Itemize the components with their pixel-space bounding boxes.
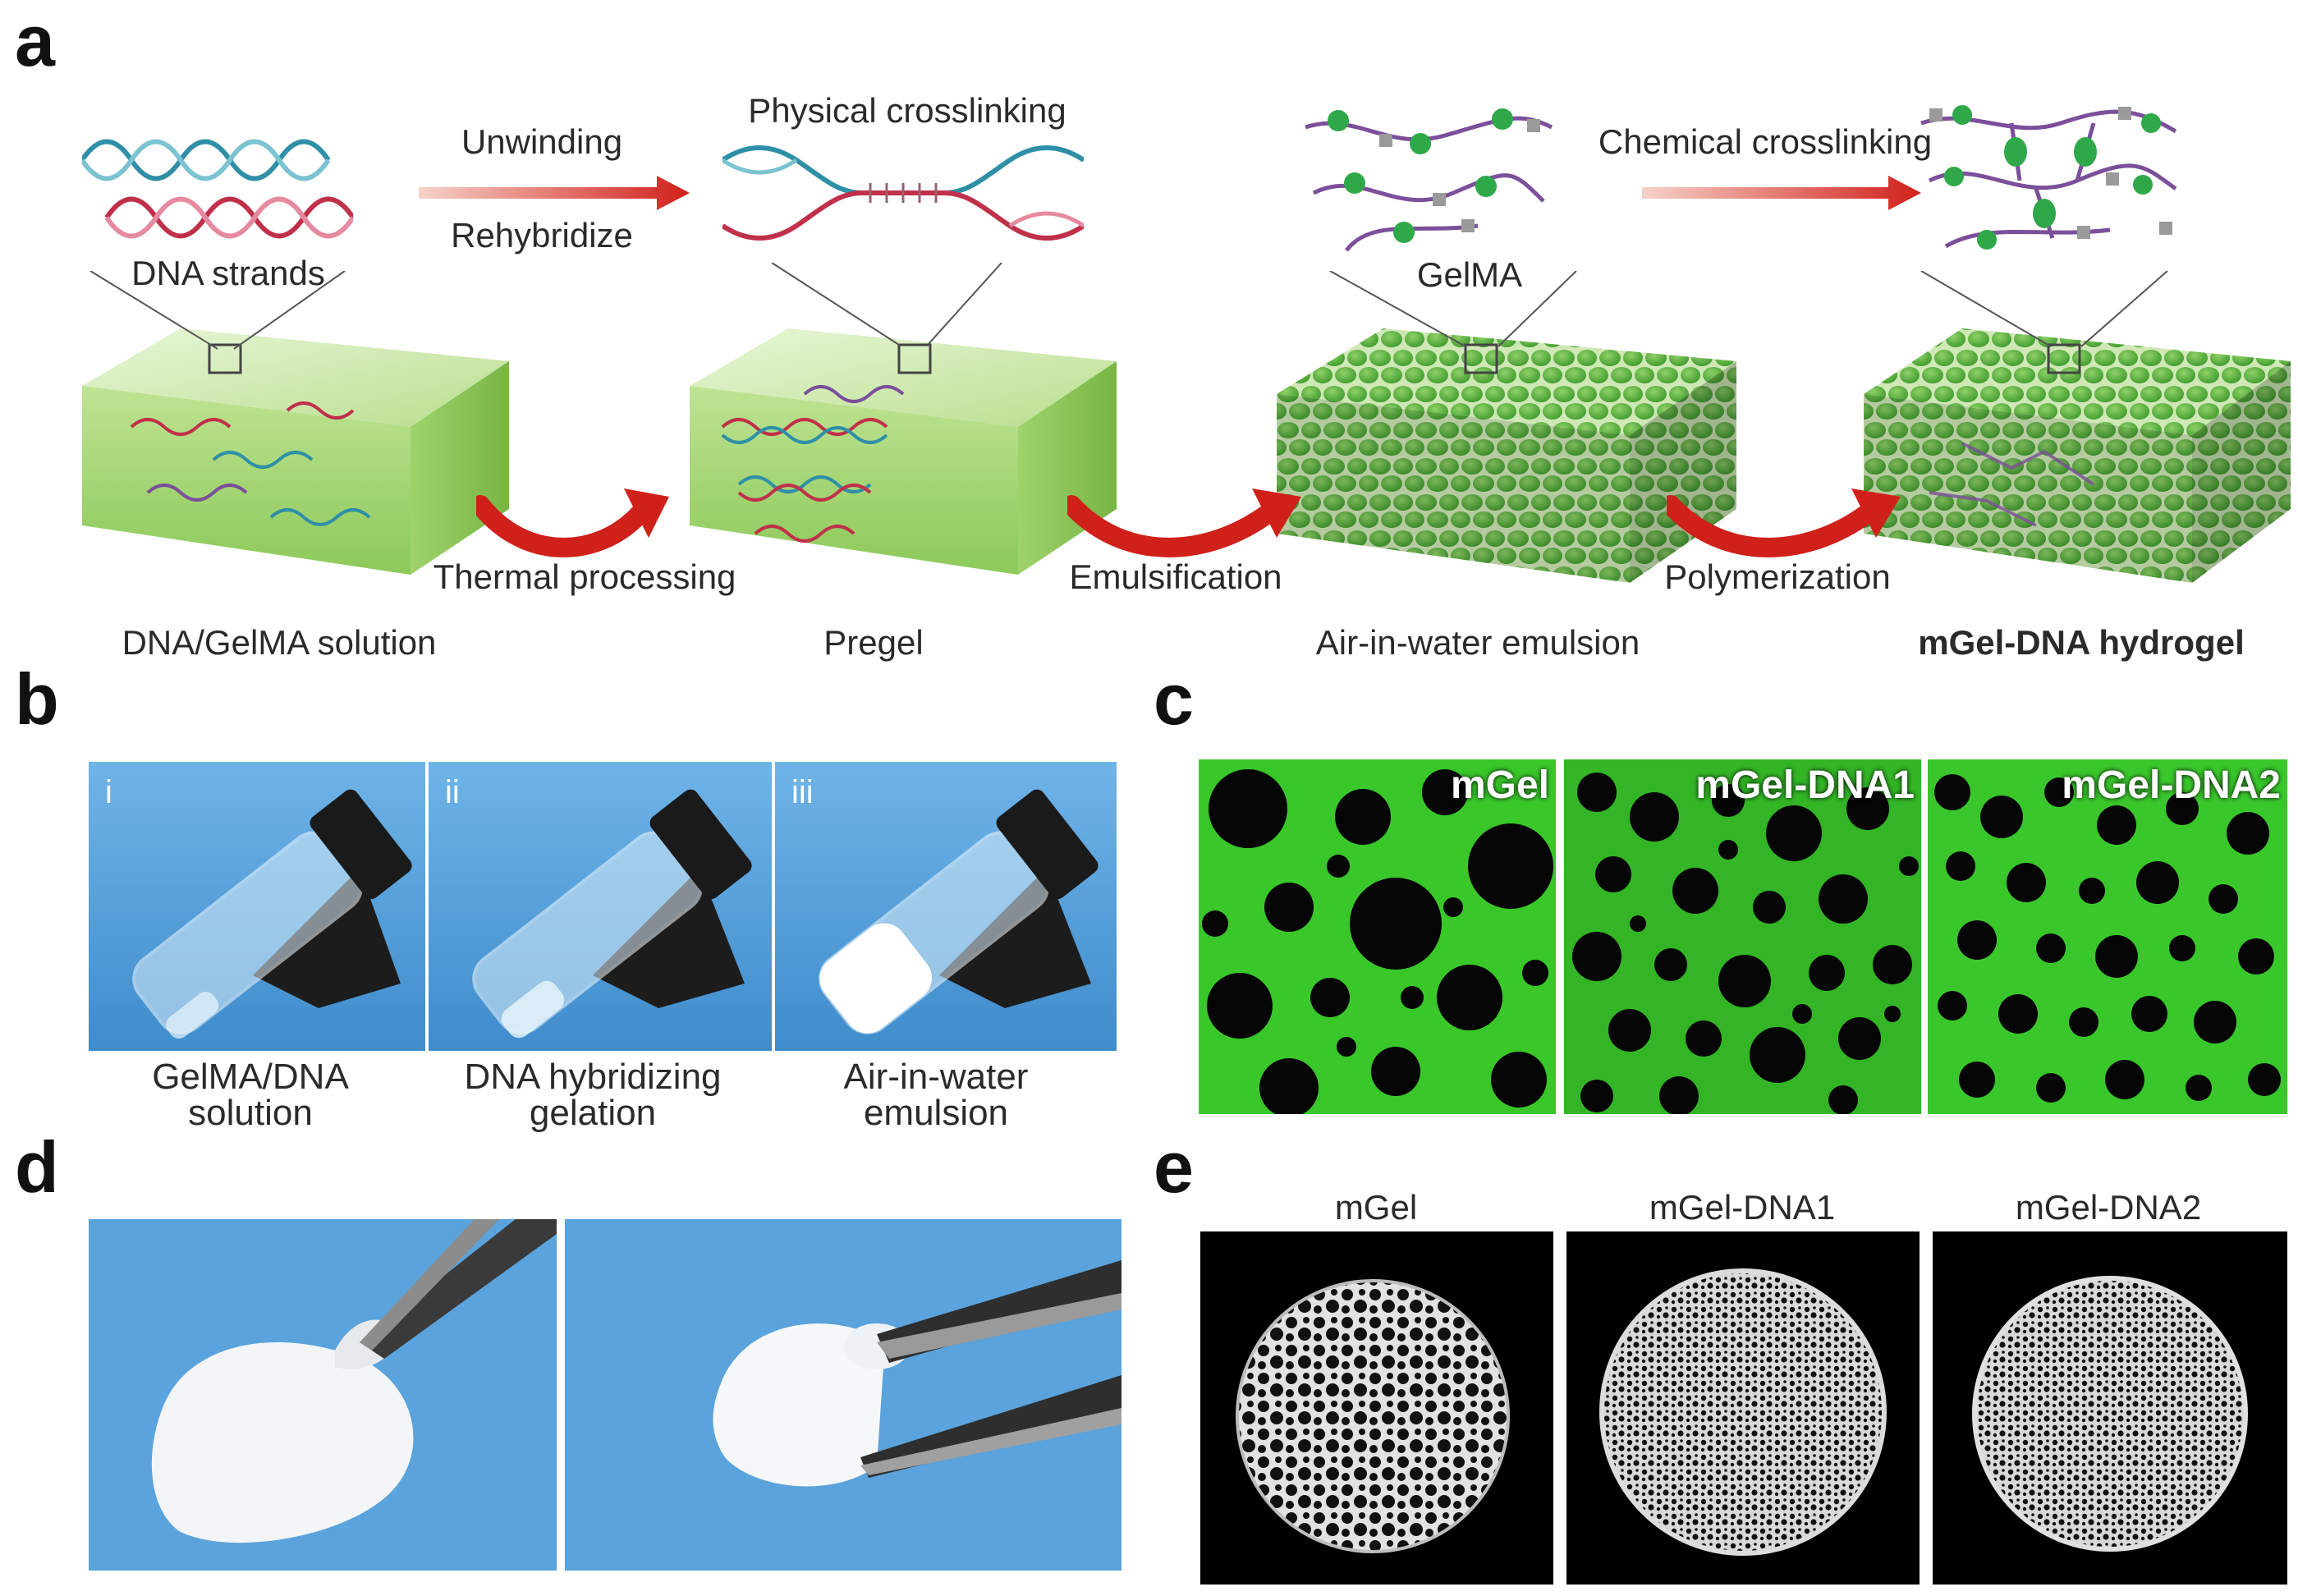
- vial-photo-1: i: [89, 762, 425, 1051]
- panel-d-letter: d: [15, 1126, 59, 1208]
- thermal-processing-arrow: [476, 472, 673, 562]
- vial-caption-1-line-1: GelMA/DNA: [152, 1057, 349, 1097]
- air-in-water-emulsion-block: [1277, 312, 1736, 599]
- vial-caption-3-line-2: emulsion: [863, 1093, 1009, 1133]
- micro-ct-title-mgel-dna1: mGel-DNA1: [1649, 1188, 1836, 1227]
- micro-ct-image-mgel-dna1: [1566, 1231, 1920, 1585]
- dna-gelma-solution-block: [82, 312, 509, 583]
- chemical-crosslinking-label: Chemical crosslinking: [1598, 122, 1933, 161]
- vial-photo-3: iii: [775, 762, 1117, 1051]
- dna-strands-label: DNA strands: [131, 254, 325, 292]
- fluorescence-image-mgel: mGel: [1199, 759, 1556, 1114]
- vial-caption-3: Air-in-water emulsion: [844, 1059, 1029, 1131]
- mgel-dna-hydrogel-block: [1864, 312, 2291, 599]
- photo-roman-3: iii: [791, 774, 814, 810]
- rehybridize-label: Rehybridize: [451, 216, 633, 255]
- vial-photo-2: ii: [429, 762, 772, 1051]
- fluorescence-image-mgel-dna2: mGel-DNA2: [1928, 759, 2287, 1114]
- handling-photo-1: [89, 1219, 557, 1571]
- stage-label-mgel-dna-hydrogel: mGel-DNA hydrogel: [1918, 623, 2245, 662]
- chemical-crosslinking-arrow: [1642, 172, 1921, 213]
- micro-ct-image-mgel-dna2: [1933, 1231, 2287, 1585]
- stage-label-dna-gelma-solution: DNA/GelMA solution: [122, 623, 437, 662]
- emulsification-arrow: [1067, 472, 1305, 562]
- stage-label-air-in-water-emulsion: Air-in-water emulsion: [1315, 623, 1640, 662]
- panel-b-letter: b: [15, 658, 59, 740]
- zoom-line-1: [82, 271, 353, 369]
- vial-caption-1-line-2: solution: [188, 1093, 313, 1133]
- zoom-line-4: [1913, 271, 2176, 361]
- vial-caption-2-line-1: DNA hybridizing: [464, 1057, 722, 1097]
- polymerization-arrow: [1667, 472, 1905, 562]
- emulsification-label: Emulsification: [1069, 557, 1282, 596]
- fluorescence-image-mgel-dna1: mGel-DNA1: [1564, 759, 1921, 1114]
- unwinding-arrow: [419, 172, 690, 213]
- vial-caption-2-line-2: gelation: [529, 1093, 657, 1133]
- micro-ct-title-mgel-dna2: mGel-DNA2: [2015, 1188, 2202, 1227]
- polymerization-label: Polymerization: [1664, 557, 1891, 596]
- fluorescence-tag-mgel-dna1: mGel-DNA1: [1695, 764, 1915, 807]
- dna-helix-illustration: [82, 131, 353, 255]
- vial-caption-3-line-1: Air-in-water: [843, 1057, 1029, 1097]
- photo-roman-1: i: [105, 774, 112, 810]
- panel-c-letter: c: [1154, 658, 1194, 740]
- panel-a-letter: a: [15, 0, 55, 81]
- hybridized-dna-illustration: [722, 135, 1084, 250]
- fluorescence-tag-mgel: mGel: [1450, 764, 1549, 807]
- gelma-chains-illustration: [1297, 94, 1560, 259]
- zoom-line-2: [764, 263, 1010, 361]
- physical-crosslinking-label: Physical crosslinking: [748, 91, 1066, 130]
- vial-caption-1: GelMA/DNA solution: [152, 1059, 349, 1131]
- gelma-label: GelMA: [1416, 255, 1523, 294]
- zoom-line-3: [1322, 271, 1585, 361]
- micro-ct-image-mgel: [1200, 1231, 1553, 1585]
- handling-photo-2: [565, 1219, 1121, 1571]
- fluorescence-tag-mgel-dna2: mGel-DNA2: [2062, 764, 2281, 807]
- micro-ct-title-mgel: mGel: [1334, 1188, 1418, 1227]
- crosslinked-network-illustration: [1913, 90, 2184, 279]
- vial-caption-2: DNA hybridizing gelation: [464, 1059, 721, 1131]
- photo-roman-2: ii: [445, 774, 460, 810]
- thermal-processing-label: Thermal processing: [433, 557, 736, 596]
- unwinding-label: Unwinding: [461, 122, 623, 161]
- stage-label-pregel: Pregel: [823, 623, 924, 662]
- panel-e-letter: e: [1154, 1126, 1194, 1208]
